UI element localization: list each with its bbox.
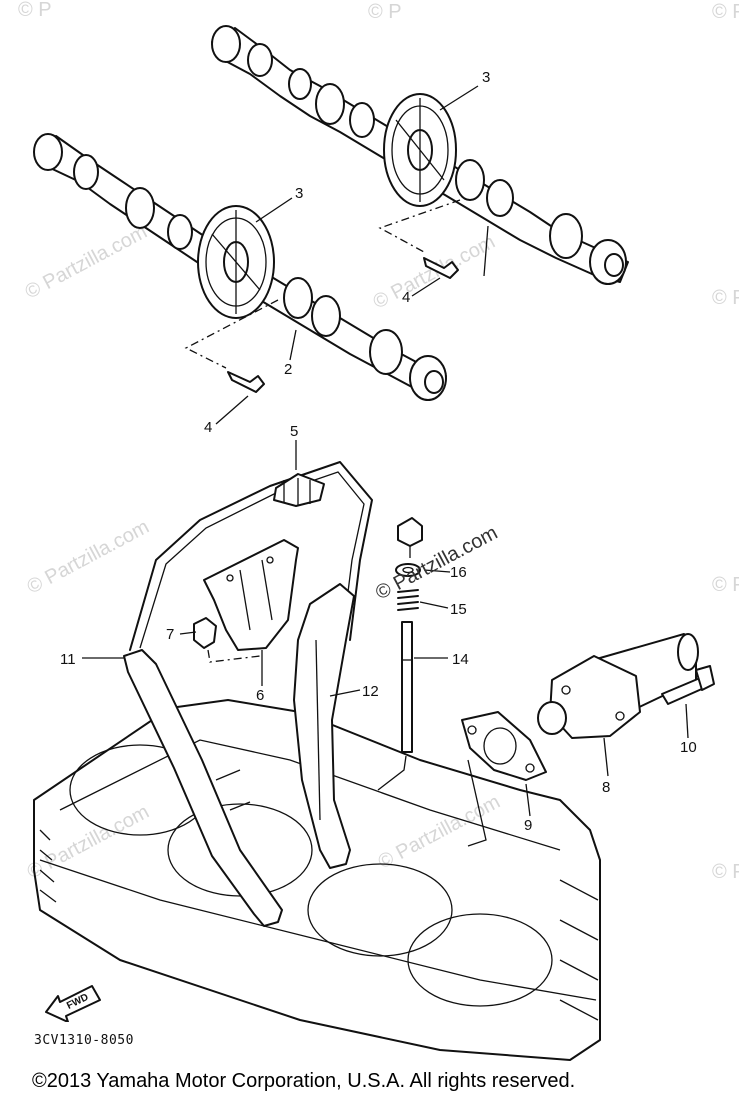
callout-label: 4: [402, 289, 411, 306]
chain-guide-front: [293, 583, 355, 869]
watermark: © P: [712, 861, 739, 883]
chain-guide-rear: [123, 649, 283, 927]
tensioner-gasket: [461, 711, 547, 781]
watermark: © P: [712, 574, 739, 596]
callout-label: 16: [450, 564, 467, 581]
callout-label: 9: [524, 817, 533, 834]
callout-label: 6: [256, 687, 265, 704]
tensioner-washer: [395, 563, 421, 577]
callout-label: 15: [450, 601, 467, 618]
callout-label: 5: [290, 423, 299, 440]
tensioner-rod: [401, 621, 413, 753]
watermark: © P: [712, 1, 739, 23]
callout-label: 3: [295, 185, 304, 202]
cylinder-head: [33, 699, 601, 1061]
callout-label: 10: [680, 739, 697, 756]
callout-label: 7: [166, 626, 175, 643]
callout-label: 3: [482, 69, 491, 86]
copyright-notice: ©2013 Yamaha Motor Corporation, U.S.A. A…: [32, 1070, 576, 1092]
tensioner-spring: [397, 589, 419, 611]
watermark: © P: [18, 0, 52, 21]
callout-label: 4: [204, 419, 213, 436]
tensioner-bolt: [661, 665, 715, 705]
callout-label: 11: [60, 651, 76, 668]
leader-lines: [82, 85, 689, 817]
chain-guide-stopper: [203, 539, 299, 651]
cam-chain-tensioner: [537, 633, 699, 739]
tensioner-cap-bolt: [397, 517, 423, 558]
sprocket-bolt-lower: [227, 371, 265, 393]
callout-label: 12: [362, 683, 379, 700]
chain-guide-top: [273, 473, 325, 507]
callout-label: 8: [602, 779, 611, 796]
watermark: © P: [368, 1, 402, 23]
callout-label: 14: [452, 651, 469, 668]
camshaft-lower: [33, 133, 447, 401]
sprocket-bolt-upper: [423, 257, 459, 279]
watermark: © P: [712, 287, 739, 309]
stopper-bolt: [193, 617, 217, 649]
diagram-reference-code: 3CV1310-8050: [34, 1033, 134, 1048]
camshaft-upper: [211, 25, 629, 285]
forward-arrow-icon: FWD: [45, 985, 101, 1022]
callout-label: 2: [284, 361, 293, 378]
